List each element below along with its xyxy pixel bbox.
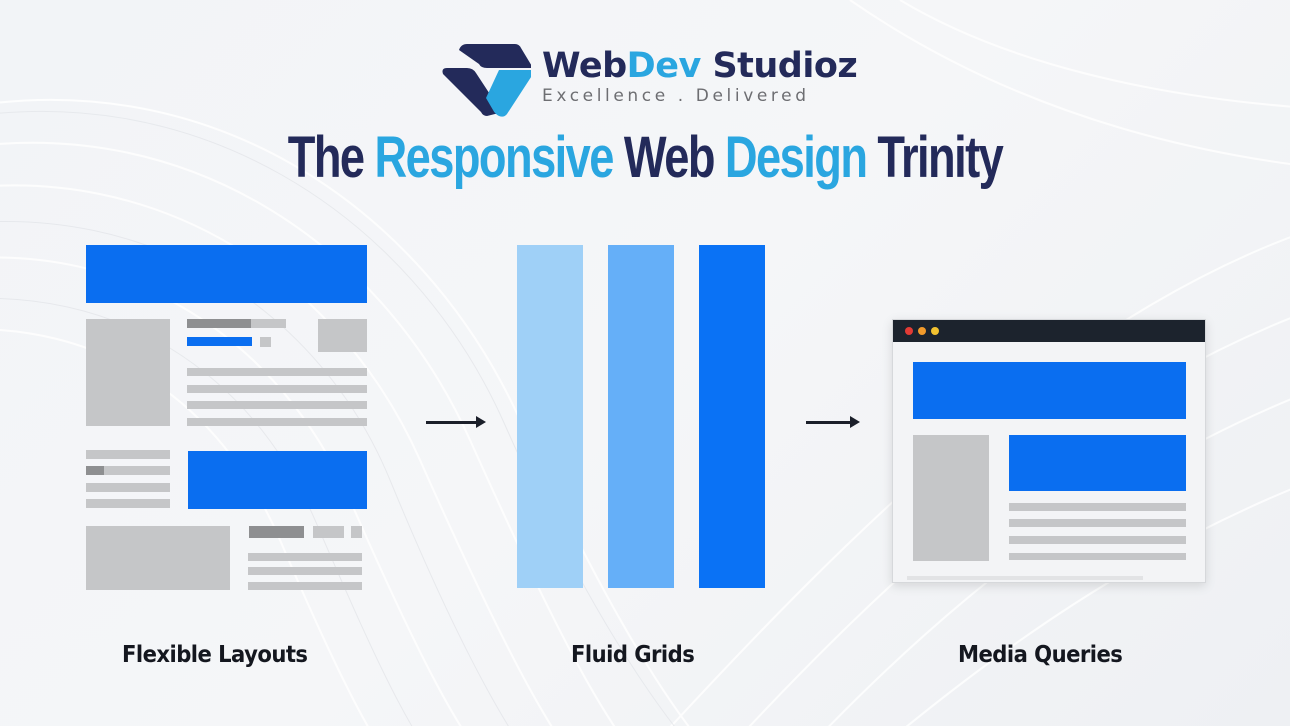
browser-text-line (1009, 503, 1186, 511)
browser-scrollbar (907, 576, 1143, 580)
title-word: The (287, 125, 365, 190)
minimize-dot-icon (918, 327, 926, 335)
wireframe-image-block (86, 526, 230, 590)
brand-name-dev: Dev (626, 46, 702, 86)
wireframe-text-highlight (86, 466, 104, 475)
wireframe-text-line (187, 385, 367, 393)
grid-column-dark (699, 245, 765, 588)
wireframe-text-line (187, 418, 367, 426)
wireframe-tag-block (249, 526, 304, 538)
title-word: Trinity (877, 125, 1003, 190)
wireframe-tag-block (313, 526, 344, 538)
title-word: Web (623, 125, 716, 190)
maximize-dot-icon (931, 327, 939, 335)
wireframe-feature-block (188, 451, 367, 509)
pillar-label-flexible-layouts: Flexible Layouts (122, 642, 308, 668)
grid-column-medium (608, 245, 674, 588)
grid-column-light (517, 245, 583, 588)
title-word: Design (724, 125, 868, 190)
wireframe-small-block (260, 337, 271, 347)
brand-name-studioz: Studioz (712, 46, 858, 86)
arrow-right-icon (426, 416, 486, 428)
wireframe-header-block (86, 245, 367, 303)
wireframe-text-line (248, 582, 362, 590)
browser-text-line (1009, 553, 1186, 560)
wireframe-text-line (248, 567, 362, 575)
wireframe-text-line (251, 319, 286, 328)
wireframe-text-line (187, 401, 367, 409)
brand-tagline: Excellence . Delivered (542, 86, 810, 106)
title-word: Responsive (374, 125, 615, 190)
browser-text-line (1009, 536, 1186, 544)
browser-sidebar-block (913, 435, 989, 561)
wireframe-text-line (86, 466, 170, 475)
brand-name: WebDev Studioz (542, 44, 858, 88)
brand-name-web: Web (542, 46, 627, 86)
arrow-right-icon (806, 416, 860, 428)
browser-hero-block (913, 362, 1186, 419)
browser-window-icon (892, 319, 1206, 583)
wireframe-image-block (86, 319, 170, 426)
wireframe-text-line (187, 319, 251, 328)
webdev-logo-icon (442, 44, 531, 117)
page-title: The Responsive Web Design Trinity (142, 124, 1148, 192)
wireframe-link-line (187, 337, 252, 346)
wireframe-text-line (187, 368, 367, 376)
close-dot-icon (905, 327, 913, 335)
browser-feature-block (1009, 435, 1186, 491)
wireframe-text-line (86, 483, 170, 492)
wireframe-tag-block (351, 526, 362, 538)
wireframe-thumb-block (318, 319, 367, 352)
brand-logo: WebDev Studioz Excellence . Delivered (441, 40, 861, 120)
browser-title-bar (893, 320, 1205, 342)
wireframe-text-line (86, 450, 170, 459)
wireframe-text-line (86, 499, 170, 508)
wireframe-text-line (248, 553, 362, 561)
browser-text-line (1009, 519, 1186, 527)
pillar-label-fluid-grids: Fluid Grids (571, 642, 695, 668)
pillar-label-media-queries: Media Queries (958, 642, 1123, 668)
